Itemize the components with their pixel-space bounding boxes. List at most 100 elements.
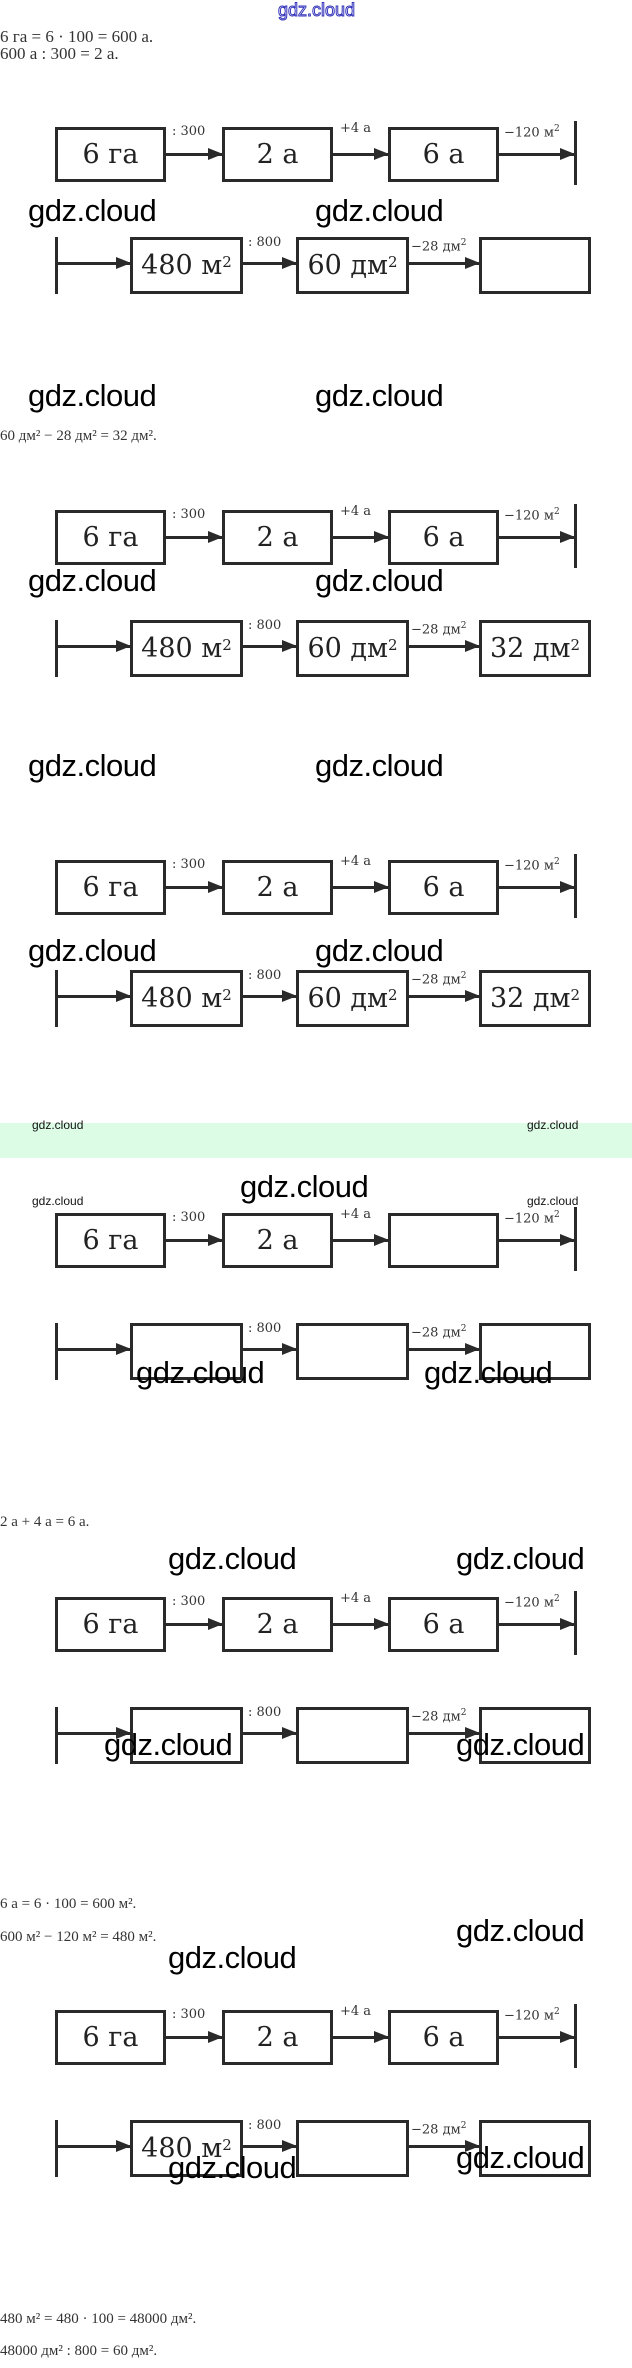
arrow-icon (57, 990, 131, 1002)
watermark: gdz.cloud (456, 1541, 585, 1576)
box-value: 6 га (82, 522, 139, 553)
operation-text: −120 м (504, 2008, 554, 2024)
exponent: 2 (222, 2135, 232, 2154)
box-value: 6 га (82, 1225, 139, 1256)
diagram-box: 2 а (222, 2010, 333, 2065)
operation-text: −28 дм (411, 2122, 461, 2138)
arrow-icon (166, 148, 223, 160)
watermark: gdz.cloud (456, 1727, 585, 1762)
operation-label: +4 а (340, 121, 371, 136)
operation-label: : 800 (248, 618, 281, 633)
operation-text: +4 а (340, 854, 372, 869)
box-value: 6 га (82, 872, 139, 903)
operation-label: : 300 (172, 507, 205, 522)
diagram-box: 6 а (388, 2010, 499, 2065)
arrow-icon (332, 1234, 389, 1246)
diagram-box (296, 1707, 409, 1764)
box-value: 2 а (256, 522, 299, 553)
diagram-box: 2 а (222, 127, 333, 182)
diagram-box: 6 а (388, 510, 499, 565)
operation-label: −28 дм2 (411, 238, 466, 254)
diagram-box (479, 1323, 591, 1380)
diagram-box: 2 а (222, 860, 333, 915)
operation-label: −120 м2 (504, 507, 560, 523)
watermark: gdz.cloud (315, 193, 444, 228)
start-bar (55, 2120, 58, 2177)
watermark: gdz.cloud (315, 563, 444, 598)
exponent: 2 (553, 1210, 560, 1220)
arrow-icon (408, 257, 480, 269)
watermark: gdz.cloud (28, 378, 157, 413)
watermark: gdz.cloud (28, 933, 157, 968)
arrow-icon (498, 881, 575, 893)
diagram-box (130, 1707, 243, 1764)
equation-line: 60 дм² − 28 дм² = 32 дм². (0, 428, 157, 444)
end-bar (574, 504, 577, 568)
operation-label: +4 а (340, 1591, 371, 1606)
box-value: 6 а (422, 139, 465, 170)
operation-label: +4 а (340, 854, 371, 869)
exponent: 2 (222, 252, 232, 271)
watermark: gdz.cloud (28, 563, 157, 598)
operation-label: −120 м2 (504, 2007, 560, 2023)
diagram-box (479, 2120, 591, 2177)
box-value: 32 дм (489, 983, 571, 1014)
equation-line: 6 га = 6 · 100 = 600 а. (0, 27, 154, 46)
diagram-box: 2 а (222, 1597, 333, 1652)
arrow-icon (332, 1618, 389, 1630)
watermark: gdz.cloud (28, 748, 157, 783)
arrow-icon (332, 531, 389, 543)
arrow-icon (57, 257, 131, 269)
operation-label: : 300 (172, 1594, 205, 1609)
diagram-box (296, 2120, 409, 2177)
operation-text: −28 дм (411, 972, 461, 988)
watermark: gdz.cloud (136, 1355, 265, 1390)
box-value: 6 а (422, 2022, 465, 2053)
operation-text: : 800 (248, 618, 282, 633)
exponent: 2 (553, 2007, 560, 2017)
operation-text: +4 а (340, 504, 372, 519)
diagram-box: 6 а (388, 860, 499, 915)
box-value: 60 дм (307, 983, 389, 1014)
watermark: gdz.cloud (240, 1169, 369, 1204)
site-watermark-logo: gdz.cloud (277, 0, 356, 21)
end-bar (574, 1207, 577, 1271)
watermark-small: gdz.cloud (32, 1194, 84, 1208)
exponent: 2 (570, 635, 581, 654)
watermark: gdz.cloud (168, 2150, 297, 2185)
exponent: 2 (460, 621, 467, 631)
box-value: 6 га (82, 1609, 139, 1640)
operation-text: : 800 (248, 1705, 282, 1720)
operation-label: : 800 (248, 968, 281, 983)
operation-label: −28 дм2 (411, 1708, 466, 1724)
diagram-box: 2 а (222, 510, 333, 565)
watermark-small: gdz.cloud (527, 1194, 579, 1208)
operation-text: −28 дм (411, 1325, 461, 1341)
operation-text: +4 а (340, 1207, 372, 1222)
operation-label: −120 м2 (504, 1594, 560, 1610)
operation-label: −120 м2 (504, 1210, 560, 1226)
equation-line: 2 а + 4 а = 6 а. (0, 1514, 90, 1530)
diagram-box: 6 а (388, 1597, 499, 1652)
diagram-box: 2 а (222, 1213, 333, 1268)
exponent: 2 (553, 1594, 560, 1604)
arrow-icon (498, 1234, 575, 1246)
operation-label: : 300 (172, 857, 205, 872)
start-bar (55, 620, 58, 677)
exponent: 2 (388, 252, 398, 271)
operation-label: : 300 (172, 1210, 205, 1225)
arrow-icon (57, 1727, 131, 1739)
operation-label: +4 а (340, 504, 371, 519)
box-value: 2 а (256, 872, 299, 903)
watermark: gdz.cloud (104, 1727, 233, 1762)
watermark-small: gdz.cloud (32, 1118, 84, 1132)
arrow-icon (408, 640, 480, 652)
operation-label: −28 дм2 (411, 1324, 466, 1340)
box-value: 6 а (422, 872, 465, 903)
arrow-icon (408, 1727, 480, 1739)
arrow-icon (242, 2140, 297, 2152)
